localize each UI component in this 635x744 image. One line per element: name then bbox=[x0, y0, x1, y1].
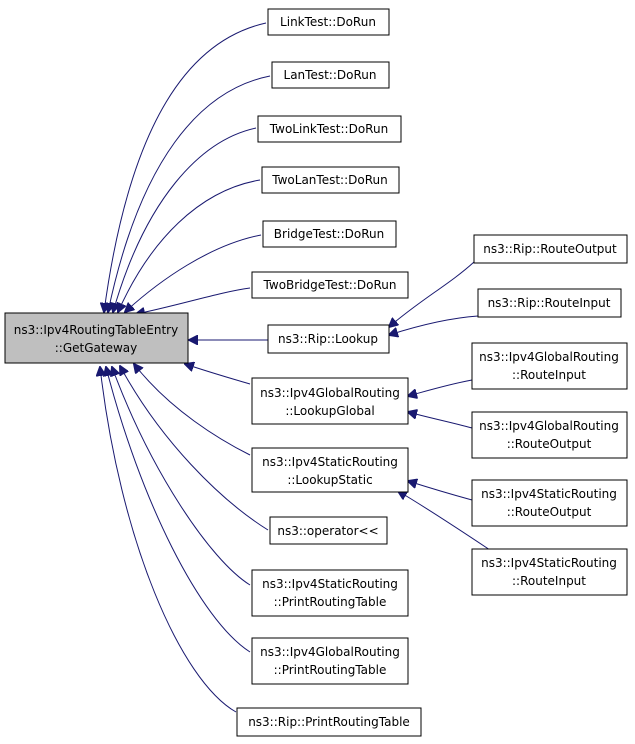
root-node[interactable]: ns3::Ipv4RoutingTableEntry ::GetGateway bbox=[4, 312, 189, 364]
node-operator-label: ns3::operator<< bbox=[277, 524, 378, 538]
node-static-lookup-line2: ::LookupStatic bbox=[287, 473, 372, 487]
node-bridgetest[interactable]: BridgeTest::DoRun bbox=[262, 220, 397, 248]
node-static-routeoutput-box bbox=[471, 479, 628, 527]
node-operator-box bbox=[269, 516, 388, 545]
edge-staticrouteinput-staticlookup bbox=[398, 491, 491, 551]
node-static-lookup-box bbox=[251, 447, 409, 493]
node-global-print[interactable]: ns3::Ipv4GlobalRouting ::PrintRoutingTab… bbox=[251, 637, 409, 685]
node-lantest-box bbox=[271, 61, 390, 89]
edge-staticrouteoutput-staticlookup bbox=[408, 481, 473, 501]
node-rip-routeinput-box bbox=[477, 288, 622, 318]
edge-globalprint-root bbox=[106, 367, 251, 653]
node-linktest-box bbox=[267, 8, 390, 36]
edge-staticprint-root bbox=[112, 367, 251, 586]
node-lantest-label: LanTest::DoRun bbox=[284, 68, 377, 82]
node-global-print-line2: ::PrintRoutingTable bbox=[274, 663, 387, 677]
node-static-print-line1: ns3::Ipv4StaticRouting bbox=[262, 577, 398, 591]
node-bridgetest-box bbox=[262, 220, 397, 248]
node-bridgetest-label: BridgeTest::DoRun bbox=[274, 227, 384, 241]
node-twobridgetest-label: TwoBridgeTest::DoRun bbox=[263, 278, 397, 292]
root-node-line2: ::GetGateway bbox=[55, 341, 137, 355]
node-static-routeinput-box bbox=[471, 548, 628, 596]
node-global-routeoutput[interactable]: ns3::Ipv4GlobalRouting ::RouteOutput bbox=[471, 411, 628, 459]
node-static-routeoutput[interactable]: ns3::Ipv4StaticRouting ::RouteOutput bbox=[471, 479, 628, 527]
node-rip-routeoutput[interactable]: ns3::Rip::RouteOutput bbox=[473, 234, 628, 264]
node-global-routeinput-line1: ns3::Ipv4GlobalRouting bbox=[479, 350, 619, 364]
edge-globalrouteinput-globallookup bbox=[408, 379, 473, 396]
node-global-lookup-line2: ::LookupGlobal bbox=[285, 404, 374, 418]
edge-twolinktest-root bbox=[113, 127, 257, 312]
node-global-print-line1: ns3::Ipv4GlobalRouting bbox=[260, 645, 400, 659]
node-global-print-box bbox=[251, 637, 409, 685]
edge-linktest-root bbox=[104, 22, 267, 312]
node-static-routeoutput-line2: ::RouteOutput bbox=[507, 505, 592, 519]
node-static-print-box bbox=[251, 569, 409, 617]
node-static-lookup[interactable]: ns3::Ipv4StaticRouting ::LookupStatic bbox=[251, 447, 409, 493]
node-twolantest-box bbox=[261, 166, 400, 194]
node-rip-lookup-box bbox=[267, 324, 390, 354]
node-twolantest[interactable]: TwoLanTest::DoRun bbox=[261, 166, 400, 194]
node-global-routeinput-line2: ::RouteInput bbox=[512, 368, 586, 382]
node-global-routeoutput-box bbox=[471, 411, 628, 459]
node-static-lookup-line1: ns3::Ipv4StaticRouting bbox=[262, 455, 398, 469]
node-static-routeinput[interactable]: ns3::Ipv4StaticRouting ::RouteInput bbox=[471, 548, 628, 596]
node-global-lookup-box bbox=[251, 377, 409, 425]
edge-twobridgetest-root bbox=[136, 287, 251, 314]
node-global-lookup-line1: ns3::Ipv4GlobalRouting bbox=[260, 386, 400, 400]
node-twolantest-label: TwoLanTest::DoRun bbox=[271, 173, 387, 187]
node-static-routeinput-line1: ns3::Ipv4StaticRouting bbox=[481, 556, 617, 570]
node-global-lookup[interactable]: ns3::Ipv4GlobalRouting ::LookupGlobal bbox=[251, 377, 409, 425]
root-node-line1: ns3::Ipv4RoutingTableEntry bbox=[14, 323, 178, 337]
node-twolinktest-box bbox=[257, 115, 402, 143]
edge-ripprint-root bbox=[100, 367, 237, 713]
root-node-box bbox=[4, 312, 189, 364]
node-global-routeoutput-line1: ns3::Ipv4GlobalRouting bbox=[479, 419, 619, 433]
edge-riprouteinput-riplookup bbox=[389, 315, 479, 335]
node-twolinktest[interactable]: TwoLinkTest::DoRun bbox=[257, 115, 402, 143]
edge-lantest-root bbox=[108, 75, 271, 312]
node-rip-routeinput[interactable]: ns3::Rip::RouteInput bbox=[477, 288, 622, 318]
node-twobridgetest-box bbox=[251, 271, 409, 299]
node-rip-print-label: ns3::Rip::PrintRoutingTable bbox=[248, 715, 410, 729]
edge-operator-root bbox=[120, 366, 269, 531]
node-rip-print-box bbox=[236, 707, 422, 737]
node-linktest[interactable]: LinkTest::DoRun bbox=[267, 8, 390, 36]
edge-layer bbox=[100, 22, 491, 713]
node-static-routeinput-line2: ::RouteInput bbox=[512, 574, 586, 588]
edge-twolantest-root bbox=[118, 179, 261, 312]
node-rip-print[interactable]: ns3::Rip::PrintRoutingTable bbox=[236, 707, 422, 737]
node-lantest[interactable]: LanTest::DoRun bbox=[271, 61, 390, 89]
edge-globallookup-root bbox=[185, 364, 251, 385]
node-rip-lookup-label: ns3::Rip::Lookup bbox=[278, 332, 378, 346]
edge-staticlookup-root bbox=[134, 364, 251, 456]
edge-globalrouteoutput-globallookup bbox=[408, 412, 473, 429]
node-twobridgetest[interactable]: TwoBridgeTest::DoRun bbox=[251, 271, 409, 299]
node-global-routeoutput-line2: ::RouteOutput bbox=[507, 437, 592, 451]
node-rip-routeoutput-box bbox=[473, 234, 628, 264]
edge-riprouteoutput-riplookup bbox=[389, 261, 475, 327]
node-rip-routeinput-label: ns3::Rip::RouteInput bbox=[488, 296, 611, 310]
node-static-print[interactable]: ns3::Ipv4StaticRouting ::PrintRoutingTab… bbox=[251, 569, 409, 617]
node-global-routeinput[interactable]: ns3::Ipv4GlobalRouting ::RouteInput bbox=[471, 342, 628, 390]
node-rip-lookup[interactable]: ns3::Rip::Lookup bbox=[267, 324, 390, 354]
node-linktest-label: LinkTest::DoRun bbox=[280, 15, 376, 29]
node-operator[interactable]: ns3::operator<< bbox=[269, 516, 388, 545]
node-global-routeinput-box bbox=[471, 342, 628, 390]
node-static-print-line2: ::PrintRoutingTable bbox=[274, 595, 387, 609]
edge-bridgetest-root bbox=[125, 234, 262, 312]
node-rip-routeoutput-label: ns3::Rip::RouteOutput bbox=[483, 242, 617, 256]
node-twolinktest-label: TwoLinkTest::DoRun bbox=[269, 122, 388, 136]
node-static-routeoutput-line1: ns3::Ipv4StaticRouting bbox=[481, 487, 617, 501]
